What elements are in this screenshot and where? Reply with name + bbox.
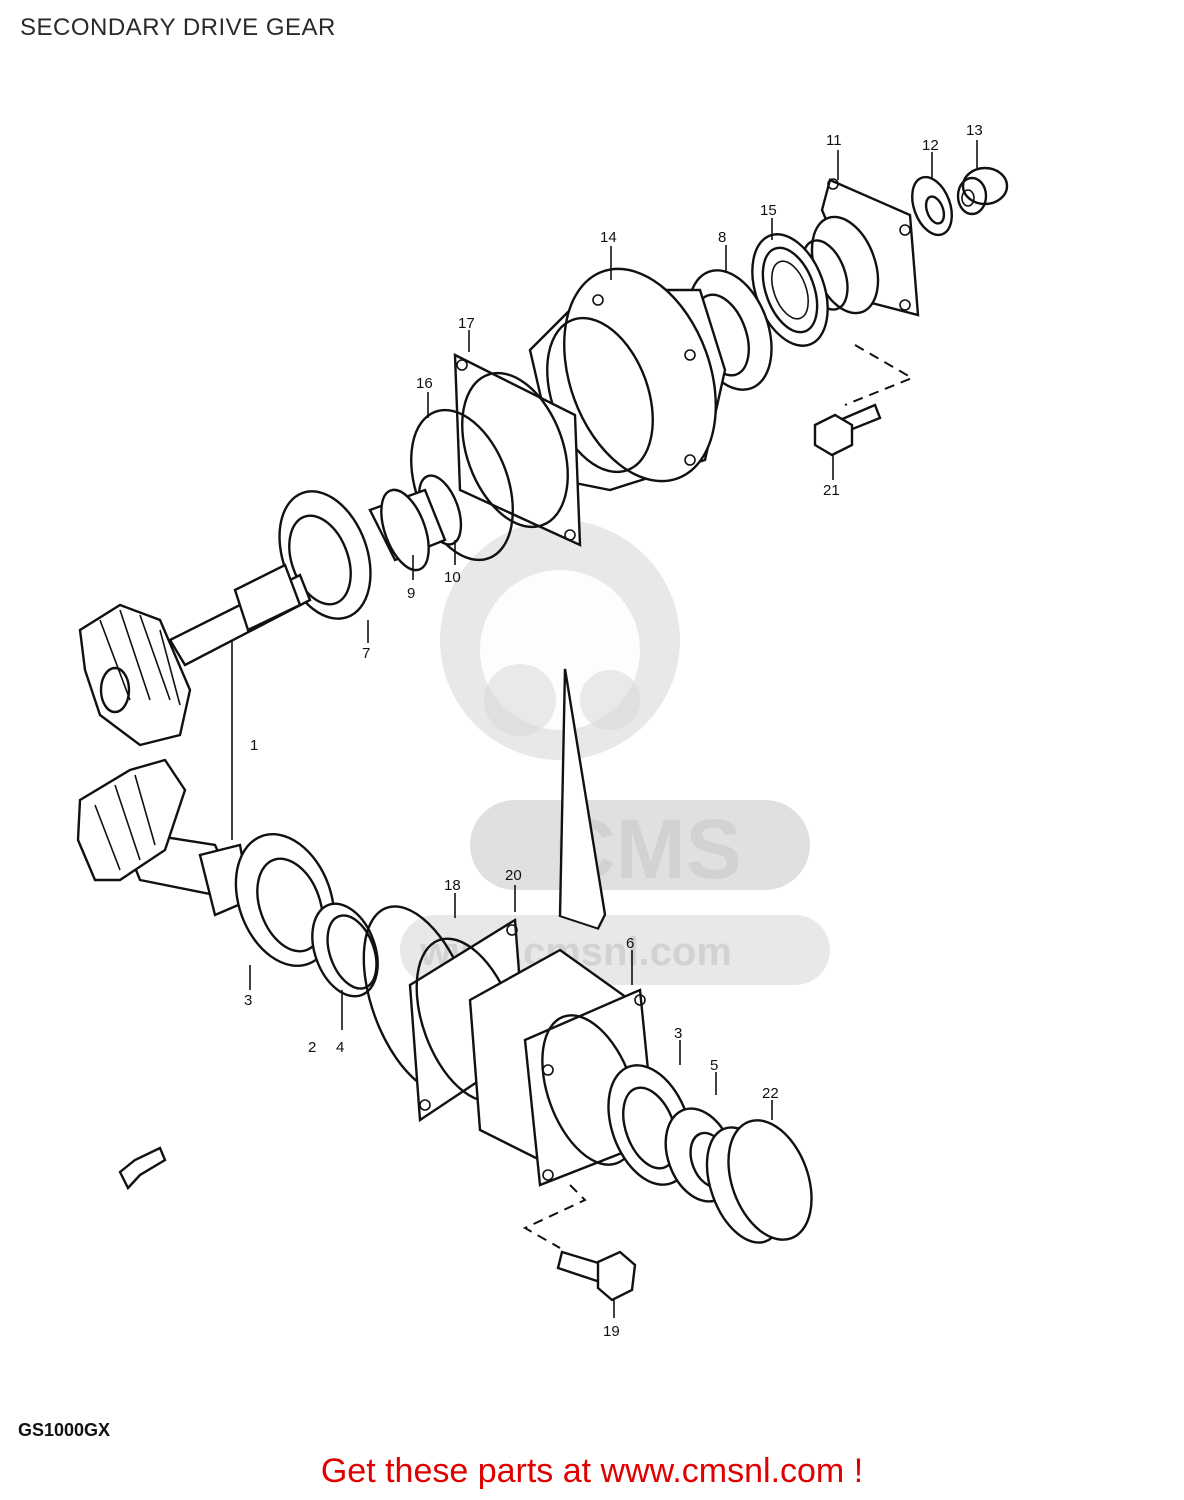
- callout-11: 11: [826, 132, 842, 149]
- model-code: GS1000GX: [18, 1420, 111, 1440]
- callout-21: 21: [823, 482, 840, 499]
- callout-16: 16: [416, 375, 433, 392]
- callout-12: 12: [922, 137, 939, 154]
- leader-part-21: [844, 344, 915, 406]
- part-17-gasket[interactable]: [443, 353, 588, 547]
- callout-22: 22: [762, 1085, 779, 1102]
- cms-watermark: CMS www.cmsnl.com: [400, 520, 830, 985]
- page-title: SECONDARY DRIVE GEAR: [20, 14, 336, 41]
- part-22-cap[interactable]: [693, 1109, 827, 1253]
- callout-19: 19: [603, 1323, 620, 1340]
- part-12-washer[interactable]: [905, 172, 959, 241]
- part-13-nut[interactable]: [956, 166, 1009, 216]
- part-19-bolt[interactable]: [556, 668, 637, 1302]
- leader-part-19: [522, 1184, 587, 1249]
- callout-9: 9: [407, 585, 415, 602]
- callout-15: 15: [760, 202, 777, 219]
- callout-10: 10: [444, 569, 461, 586]
- part-3-bearing-lower[interactable]: [219, 820, 352, 979]
- part-21-bolt[interactable]: [813, 403, 882, 457]
- front-arrow-icon: [118, 1146, 167, 1191]
- callout-leaders: [249, 140, 978, 1120]
- part-1-drive-gear-lower[interactable]: [76, 758, 252, 917]
- callout-8: 8: [718, 229, 726, 246]
- callout-labels: 11 12 13 15 8 14 17 16 9 10 7 1 21 3 2 4…: [244, 122, 983, 1340]
- part-4-race[interactable]: [300, 895, 389, 1006]
- footer-link[interactable]: Get these parts at www.cmsnl.com !: [320, 1452, 864, 1490]
- callout-2: 2: [308, 1039, 316, 1056]
- callout-14: 14: [600, 229, 617, 246]
- part-14-housing[interactable]: [528, 248, 744, 503]
- part-11-coupling[interactable]: [794, 178, 920, 322]
- callout-4: 4: [336, 1039, 344, 1056]
- callout-5: 5: [710, 1057, 718, 1074]
- callout-1: 1: [250, 737, 258, 754]
- callout-17: 17: [458, 315, 475, 332]
- part-1-drive-gear-upper[interactable]: [78, 563, 312, 747]
- part-9-spacer[interactable]: [368, 484, 447, 577]
- callout-18: 18: [444, 877, 461, 894]
- callout-20: 20: [505, 867, 522, 884]
- part-15-bearing[interactable]: [738, 224, 842, 356]
- callout-3-right: 3: [674, 1025, 682, 1042]
- callout-6: 6: [626, 935, 634, 952]
- callout-3-lower: 3: [244, 992, 252, 1009]
- callout-13: 13: [966, 122, 983, 139]
- callout-7: 7: [362, 645, 370, 662]
